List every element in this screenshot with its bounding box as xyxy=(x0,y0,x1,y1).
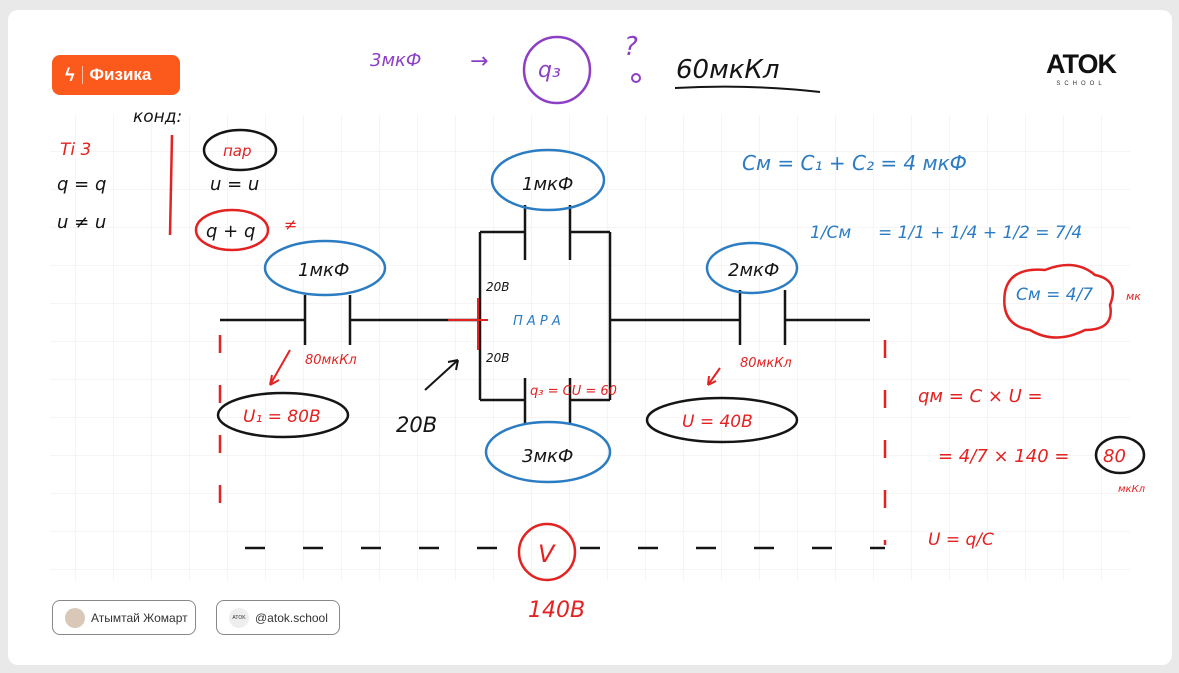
q-right-label: 80мкКл xyxy=(740,356,792,371)
notes-q-eq: q = q xyxy=(57,174,106,195)
drawing-stroke xyxy=(303,295,352,345)
logo-text: ATOK xyxy=(1046,49,1117,79)
q3-label: q₃ xyxy=(538,58,561,83)
formula-qm-result: 80 xyxy=(1103,446,1126,467)
q3-eq-label: q₃ = CU = 60 xyxy=(530,384,617,399)
drawing-stroke xyxy=(645,396,799,444)
c-bottom-ellipse xyxy=(484,420,612,484)
question-mark: ? xyxy=(624,32,638,62)
drawing-stroke xyxy=(269,349,291,386)
formula-inv-lhs: 1/Cм xyxy=(810,223,851,243)
author-avatar xyxy=(65,607,85,628)
drawing-stroke xyxy=(1094,435,1146,475)
drawing-stroke xyxy=(218,335,887,545)
drawing-stroke xyxy=(168,134,174,236)
notes-neq: ≠ xyxy=(284,215,297,234)
notes-u-eq: u = u xyxy=(210,174,259,195)
notes-par: пар xyxy=(223,142,252,160)
c-right-label: 2мкФ xyxy=(728,260,779,281)
voltmeter-circle xyxy=(517,522,577,582)
formula-u: U = q/C xyxy=(928,530,994,550)
drawing-stroke xyxy=(216,391,350,439)
badge-divider xyxy=(81,66,83,84)
drawing-stroke xyxy=(523,205,572,425)
lightning-icon: ϟ xyxy=(65,64,75,85)
u1-label: U₁ = 80В xyxy=(243,407,321,427)
cm-result-cloud xyxy=(1003,263,1115,339)
atok-logo: ATOK SCHOOL xyxy=(1046,49,1117,88)
drawing-stroke xyxy=(631,73,641,83)
c-bottom-label: 3мкФ xyxy=(522,446,573,467)
subject-badge: ϟ Физика xyxy=(52,55,180,95)
notes: конд: Ті 3 q = q u ≠ u пар u = u q + q ≠ xyxy=(57,107,297,252)
drawing-stroke xyxy=(738,290,787,345)
voltage-20-label: 20В xyxy=(396,413,437,437)
capacitance-3-label: 3мкФ xyxy=(370,50,421,71)
answer-60: 60мкКл xyxy=(676,55,779,85)
drawing-stroke xyxy=(194,208,270,252)
social-chip[interactable]: ATOK @atok.school xyxy=(216,600,340,635)
arrow: → xyxy=(470,49,488,74)
voltage-20a: 20В xyxy=(486,280,510,294)
social-handle: @atok.school xyxy=(255,610,328,625)
q1-label: 80мкКл xyxy=(305,353,357,368)
para-label: П А Р А xyxy=(513,314,561,329)
author-name: Атымтай Жомарт xyxy=(91,610,188,625)
drawing-stroke xyxy=(674,85,821,93)
formula-cm-unit: мк xyxy=(1126,290,1141,303)
grid-background xyxy=(50,115,1130,580)
q3-circle xyxy=(522,35,592,105)
u-right-label: U = 40В xyxy=(682,412,753,432)
drawing-stroke xyxy=(448,298,488,350)
c-right-ellipse xyxy=(705,241,799,295)
drawing-stroke xyxy=(263,148,799,484)
c1-ellipse xyxy=(263,239,387,297)
subject-label: Физика xyxy=(89,65,152,84)
notes-q-plus: q + q xyxy=(206,221,255,242)
drawing-stroke xyxy=(424,359,459,391)
c1-label: 1мкФ xyxy=(298,260,349,281)
total-voltage-label: 140В xyxy=(528,598,585,623)
atok-small-logo-icon: ATOK xyxy=(229,607,249,628)
top-question: 3мкФ → q₃ ? 60мкКл xyxy=(370,32,821,105)
c-top-ellipse xyxy=(490,148,606,212)
c-top-label: 1мкФ xyxy=(522,174,573,195)
voltmeter-label: V xyxy=(538,540,556,568)
logo-sub: SCHOOL xyxy=(1056,81,1106,87)
formula-inv-rhs: = 1/1 + 1/4 + 1/2 = 7/4 xyxy=(878,223,1082,243)
formula-qm-unit: мкКл xyxy=(1118,484,1146,495)
formula-qm-calc: = 4/7 × 140 = xyxy=(938,446,1069,467)
drawing-stroke xyxy=(707,367,721,386)
drawing-stroke xyxy=(478,230,612,402)
voltage-20b: 20В xyxy=(486,351,510,365)
formula-cm: Cм = C₁ + C₂ = 4 мкФ xyxy=(742,151,967,175)
formula-qm: qм = C × U = xyxy=(918,386,1043,407)
author-chip[interactable]: Атымтай Жомарт xyxy=(52,600,196,635)
drawing-stroke xyxy=(202,128,278,172)
notes-ti: Ті 3 xyxy=(60,140,91,160)
circuit xyxy=(220,205,870,425)
notes-title: конд: xyxy=(133,107,182,127)
formula-cm-result: Cм = 4/7 xyxy=(1016,285,1093,305)
notes-u-neq: u ≠ u xyxy=(57,212,106,233)
